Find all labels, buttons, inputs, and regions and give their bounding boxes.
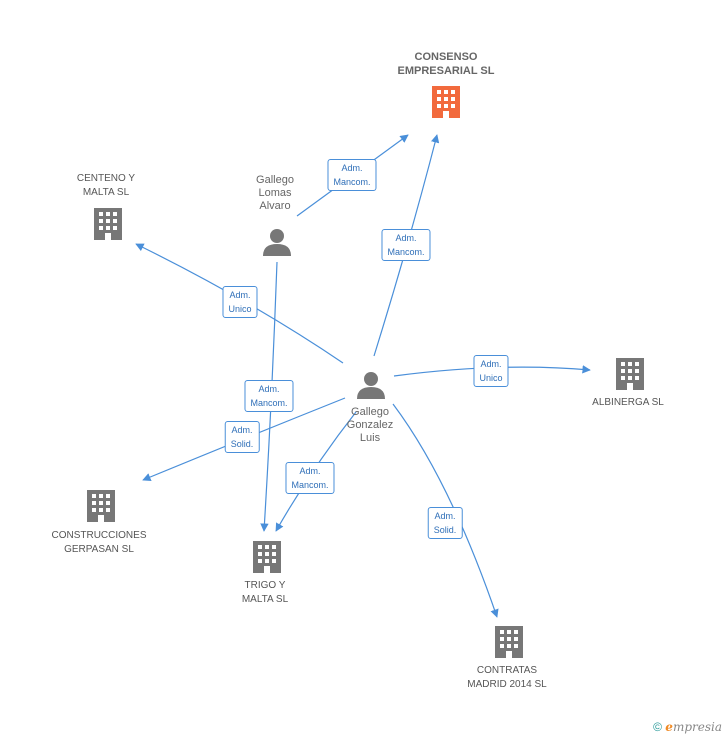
edge-badge-line: Adm. bbox=[395, 233, 417, 243]
building-icon[interactable] bbox=[94, 208, 122, 240]
person-icon[interactable] bbox=[357, 372, 385, 399]
edge-badge-line: Mancom. bbox=[333, 177, 371, 187]
edge-badge-gonzalez-centeno[interactable]: Adm. Unico bbox=[222, 286, 258, 318]
building-icon[interactable] bbox=[87, 490, 115, 522]
edge-badge-line: Adm. bbox=[341, 163, 363, 173]
building-icon[interactable] bbox=[616, 358, 644, 390]
node-label-line: CONSTRUCCIONES bbox=[51, 530, 147, 541]
edge-badge-gonzalez-albinerga[interactable]: Adm. Unico bbox=[473, 355, 509, 387]
node-label-line: ALBINERGA SL bbox=[592, 397, 664, 408]
building-icon[interactable] bbox=[432, 86, 460, 118]
edge-badge-line: Solid. bbox=[230, 439, 254, 449]
edge-badge-lomas-consenso[interactable]: Adm. Mancom. bbox=[327, 159, 377, 191]
person-icon[interactable] bbox=[263, 229, 291, 256]
edge-badge-line: Adm. bbox=[229, 290, 251, 300]
edge-badge-line: Mancom. bbox=[250, 398, 288, 408]
brand-logo: empresia bbox=[665, 720, 722, 734]
node-label-line: Gallego bbox=[256, 174, 294, 186]
edge-badge-line: Adm. bbox=[434, 511, 456, 521]
node-label-line: GERPASAN SL bbox=[64, 544, 134, 555]
edge-badge-line: Adm. bbox=[480, 359, 502, 369]
edge-badge-gonzalez-construcciones[interactable]: Adm. Solid. bbox=[224, 421, 260, 453]
brand-initial: e bbox=[665, 720, 673, 734]
edge-badge-line: Solid. bbox=[433, 525, 457, 535]
node-label-line: MALTA SL bbox=[82, 187, 130, 198]
node-label-gallego-gonzalez[interactable]: Gallego Gonzalez Luis bbox=[347, 406, 393, 445]
edge-badge-line: Adm. bbox=[258, 384, 280, 394]
edge-badge-line: Mancom. bbox=[291, 480, 329, 490]
node-label-line: Luis bbox=[359, 432, 381, 444]
edge-gonzalez-contratas bbox=[392, 403, 499, 618]
brand-rest: mpresia bbox=[672, 720, 722, 734]
copyright-icon: © bbox=[653, 720, 662, 734]
node-label-line: Alvaro bbox=[259, 200, 291, 212]
node-label-albinerga[interactable]: ALBINERGA SL bbox=[592, 396, 664, 410]
node-label-gallego-lomas[interactable]: Gallego Lomas Alvaro bbox=[256, 174, 294, 213]
node-label-line: EMPRESARIAL SL bbox=[397, 65, 495, 77]
node-label-construcciones[interactable]: CONSTRUCCIONES GERPASAN SL bbox=[51, 529, 146, 557]
node-label-consenso[interactable]: CONSENSO EMPRESARIAL SL bbox=[398, 50, 495, 78]
node-label-line: CONSENSO bbox=[414, 51, 478, 63]
building-icon[interactable] bbox=[495, 626, 523, 658]
building-icon[interactable] bbox=[253, 541, 281, 573]
node-label-centeno[interactable]: CENTENO Y MALTA SL bbox=[77, 172, 135, 200]
node-label-line: CENTENO Y bbox=[76, 173, 136, 184]
node-label-line: MALTA SL bbox=[241, 594, 289, 605]
edge-badge-line: Mancom. bbox=[387, 247, 425, 257]
node-label-line: MADRID 2014 SL bbox=[467, 679, 547, 690]
node-label-line: Gonzalez bbox=[346, 419, 394, 431]
edge-badge-line: Adm. bbox=[231, 425, 253, 435]
node-label-line: Lomas bbox=[258, 187, 292, 199]
edge-badge-gonzalez-consenso[interactable]: Adm. Mancom. bbox=[381, 229, 431, 261]
node-label-line: Gallego bbox=[351, 406, 389, 418]
edge-badge-gonzalez-contratas[interactable]: Adm. Solid. bbox=[427, 507, 463, 539]
edge-badge-line: Adm. bbox=[299, 466, 321, 476]
node-label-trigo[interactable]: TRIGO Y MALTA SL bbox=[242, 579, 288, 607]
edge-badge-gonzalez-trigo[interactable]: Adm. Mancom. bbox=[285, 462, 335, 494]
edge-badge-line: Unico bbox=[479, 373, 503, 383]
node-label-line: TRIGO Y bbox=[244, 580, 286, 591]
edge-badge-line: Unico bbox=[228, 304, 252, 314]
node-label-contratas[interactable]: CONTRATAS MADRID 2014 SL bbox=[467, 664, 546, 692]
node-label-line: CONTRATAS bbox=[476, 665, 538, 676]
copyright-brand: © empresia bbox=[653, 720, 722, 734]
edge-badge-lomas-trigo[interactable]: Adm. Mancom. bbox=[244, 380, 294, 412]
